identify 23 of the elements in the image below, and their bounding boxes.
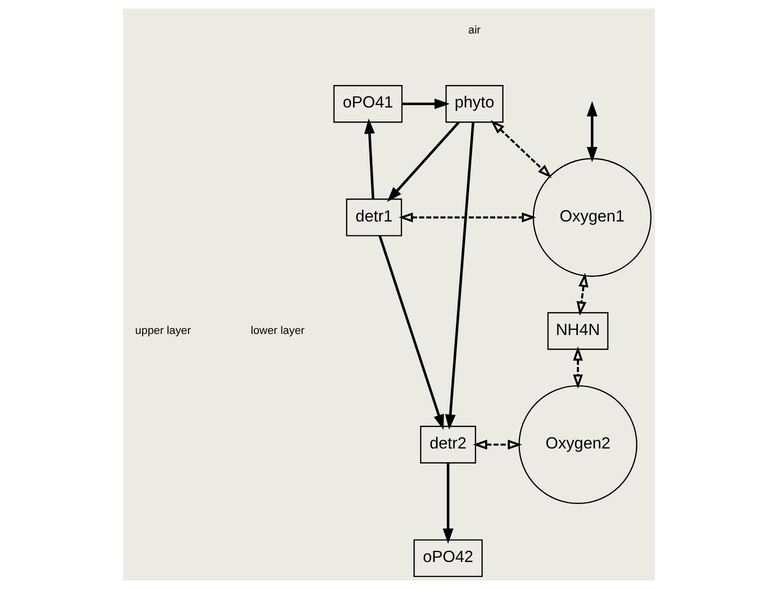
node-box: phyto bbox=[445, 84, 504, 123]
arrow bbox=[387, 121, 460, 202]
arrow bbox=[445, 122, 474, 430]
node-box: detr2 bbox=[420, 426, 476, 464]
node-box: detr1 bbox=[346, 198, 402, 236]
arrow bbox=[586, 101, 598, 162]
node-box: oPO41 bbox=[333, 84, 403, 123]
node-box: oPO42 bbox=[414, 539, 483, 578]
label: upper layer bbox=[135, 324, 191, 337]
label: lower layer bbox=[250, 324, 305, 337]
arrow bbox=[398, 212, 536, 222]
arrow bbox=[572, 346, 583, 389]
label: air bbox=[468, 24, 481, 37]
arrow bbox=[378, 235, 444, 430]
arrow bbox=[490, 120, 552, 178]
node-circle: Oxygen2 bbox=[518, 385, 638, 504]
arrow bbox=[402, 98, 450, 110]
node-box: NH4N bbox=[547, 312, 608, 350]
node-circle: Oxygen1 bbox=[532, 158, 652, 277]
arrow bbox=[442, 463, 454, 544]
arrow bbox=[576, 272, 588, 316]
arrow bbox=[472, 440, 522, 450]
arrow bbox=[364, 118, 375, 200]
